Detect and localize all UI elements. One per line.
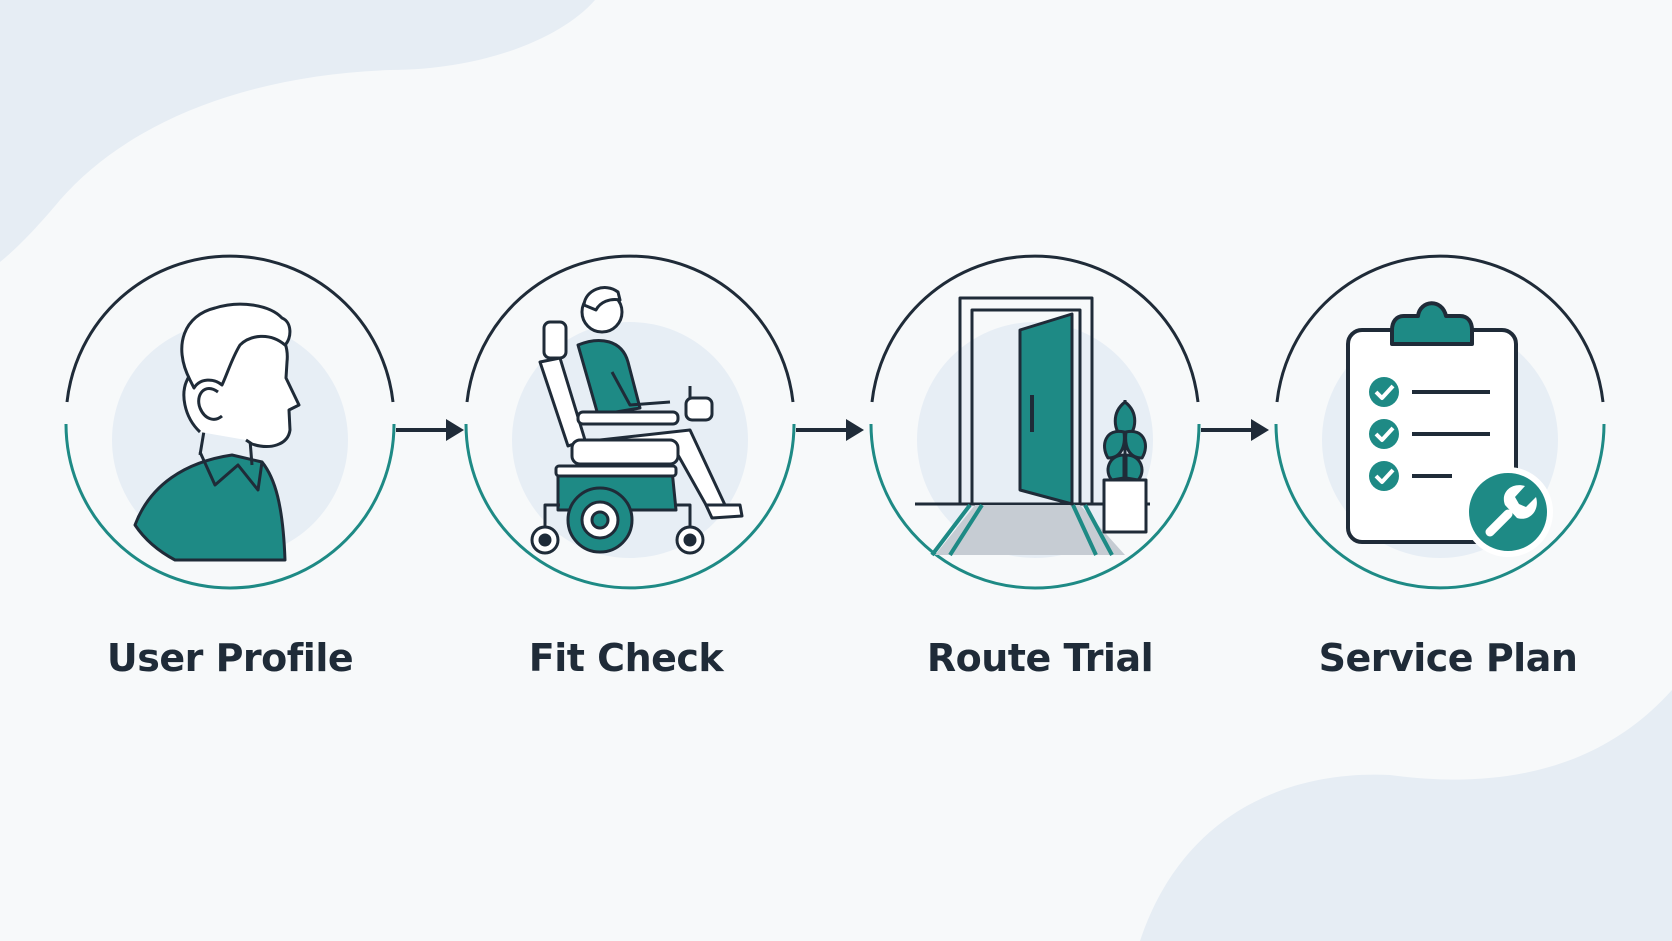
top-left-blob <box>0 0 595 262</box>
arrow-3 <box>1201 419 1269 441</box>
step-2-label: Fit Check <box>528 636 724 680</box>
step-3-ring-top <box>870 254 1200 403</box>
step-1-ring-bottom <box>64 423 396 590</box>
user-hair <box>180 302 292 390</box>
step-3-ring-bottom <box>869 423 1201 590</box>
step-4-ring-bottom <box>1274 423 1606 590</box>
step-4-ring-top <box>1275 254 1605 403</box>
user-collar <box>198 451 264 492</box>
step-2-ring-bottom <box>464 423 796 590</box>
step-4-node <box>1274 254 1606 590</box>
step-3-label: Route Trial <box>926 636 1154 680</box>
bottom-right-blob <box>1140 690 1672 941</box>
power-wheelchair-icon <box>530 286 744 555</box>
step-2-node <box>464 254 796 590</box>
user-ear <box>197 386 223 421</box>
step-4-label: Service Plan <box>1318 636 1578 680</box>
step-2-ring-top <box>465 254 795 403</box>
step-1-node <box>64 254 396 590</box>
clipboard-wrench-icon <box>1346 301 1553 557</box>
step-3-node <box>869 254 1201 590</box>
step-1-label: User Profile <box>106 636 354 680</box>
arrow-1 <box>396 419 464 441</box>
user-profile-icon <box>133 302 301 562</box>
open-door-icon <box>915 296 1150 557</box>
arrow-2 <box>796 419 864 441</box>
step-1-ring-top <box>65 254 395 403</box>
user-shirt <box>133 453 287 562</box>
